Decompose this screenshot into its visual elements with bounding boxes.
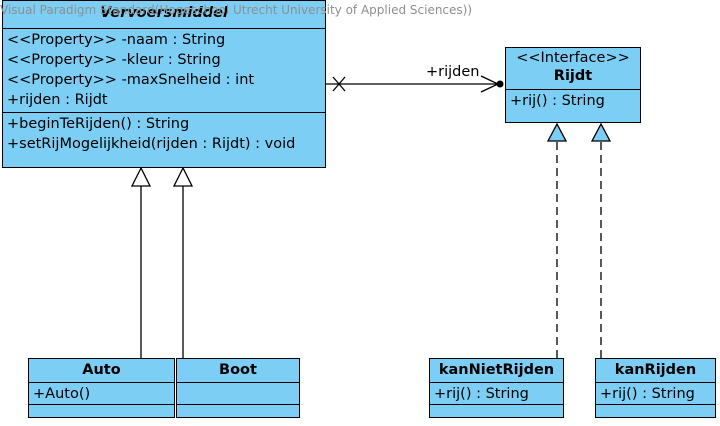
- operation-rij: +rij() : String: [510, 93, 605, 109]
- class-vervoersmiddel-attributes: <<Property>> -naam : String <<Property>>…: [3, 29, 325, 113]
- class-kannietrijden-empty-compartment: [430, 405, 563, 408]
- operation-auto-constructor: +Auto(): [33, 386, 91, 402]
- class-kannietrijden-name: kanNietRijden: [438, 362, 555, 378]
- class-auto-empty-compartment: [29, 405, 174, 408]
- attribute-naam: <<Property>> -naam : String: [7, 32, 226, 48]
- association-ownership-dot: [496, 80, 504, 88]
- interface-rijdt-header: <<Interface>> Rijdt: [506, 48, 640, 90]
- attribute-kleur: <<Property>> -kleur : String: [7, 52, 221, 68]
- operation-kannietrijden-rij: +rij() : String: [434, 386, 529, 402]
- attribute-maxsnelheid: <<Property>> -maxSnelheid : int: [7, 72, 255, 88]
- watermark-text: Visual Paradigm Standard(Hogeschool Utre…: [0, 3, 473, 17]
- class-boot-attributes: [177, 383, 299, 405]
- interface-rijdt-operations: +rij() : String: [506, 90, 640, 113]
- operation-kanrijden-rij: +rij() : String: [600, 386, 695, 402]
- operation-beginterijden: +beginTeRijden() : String: [7, 116, 190, 132]
- operation-setrijmogelijkheid: +setRijMogelijkheid(rijden : Rijdt) : vo…: [7, 136, 296, 152]
- class-auto-name: Auto: [82, 362, 121, 378]
- class-vervoersmiddel-operations: +beginTeRijden() : String +setRijMogelij…: [3, 113, 325, 156]
- interface-rijdt[interactable]: <<Interface>> Rijdt +rij() : String: [505, 47, 641, 123]
- generalization-auto-arrowhead: [130, 166, 152, 187]
- class-kannietrijden[interactable]: kanNietRijden +rij() : String: [429, 358, 564, 418]
- class-kanrijden-operations: +rij() : String: [596, 383, 715, 405]
- association-non-navigable-cross: [332, 76, 346, 92]
- class-vervoersmiddel-name: Vervoersmiddel: [100, 5, 228, 21]
- class-kanrijden-header: kanRijden: [596, 359, 715, 383]
- class-boot-name: Boot: [219, 362, 257, 378]
- class-auto-operations: +Auto(): [29, 383, 174, 405]
- class-kannietrijden-header: kanNietRijden: [430, 359, 563, 383]
- interface-rijdt-stereotype: <<Interface>>: [516, 50, 630, 66]
- class-kanrijden-empty-compartment: [596, 405, 715, 408]
- interface-rijdt-name: Rijdt: [553, 68, 593, 84]
- class-kanrijden-name: kanRijden: [614, 362, 697, 378]
- class-boot[interactable]: Boot: [176, 358, 300, 418]
- association-role-label: +rijden: [426, 64, 480, 80]
- generalization-boot-arrowhead: [172, 166, 194, 187]
- realization-kanrijden-arrowhead: [590, 122, 612, 142]
- class-auto-header: Auto: [29, 359, 174, 383]
- realization-kannietrijden-arrowhead: [546, 122, 568, 142]
- class-kanrijden[interactable]: kanRijden +rij() : String: [595, 358, 716, 418]
- class-boot-operations: [177, 405, 299, 408]
- class-vervoersmiddel[interactable]: Vervoersmiddel <<Property>> -naam : Stri…: [2, 0, 326, 168]
- class-kannietrijden-operations: +rij() : String: [430, 383, 563, 405]
- class-boot-header: Boot: [177, 359, 299, 383]
- class-vervoersmiddel-header: Vervoersmiddel: [3, 1, 325, 29]
- attribute-rijden: +rijden : Rijdt: [7, 92, 108, 108]
- class-auto[interactable]: Auto +Auto(): [28, 358, 175, 418]
